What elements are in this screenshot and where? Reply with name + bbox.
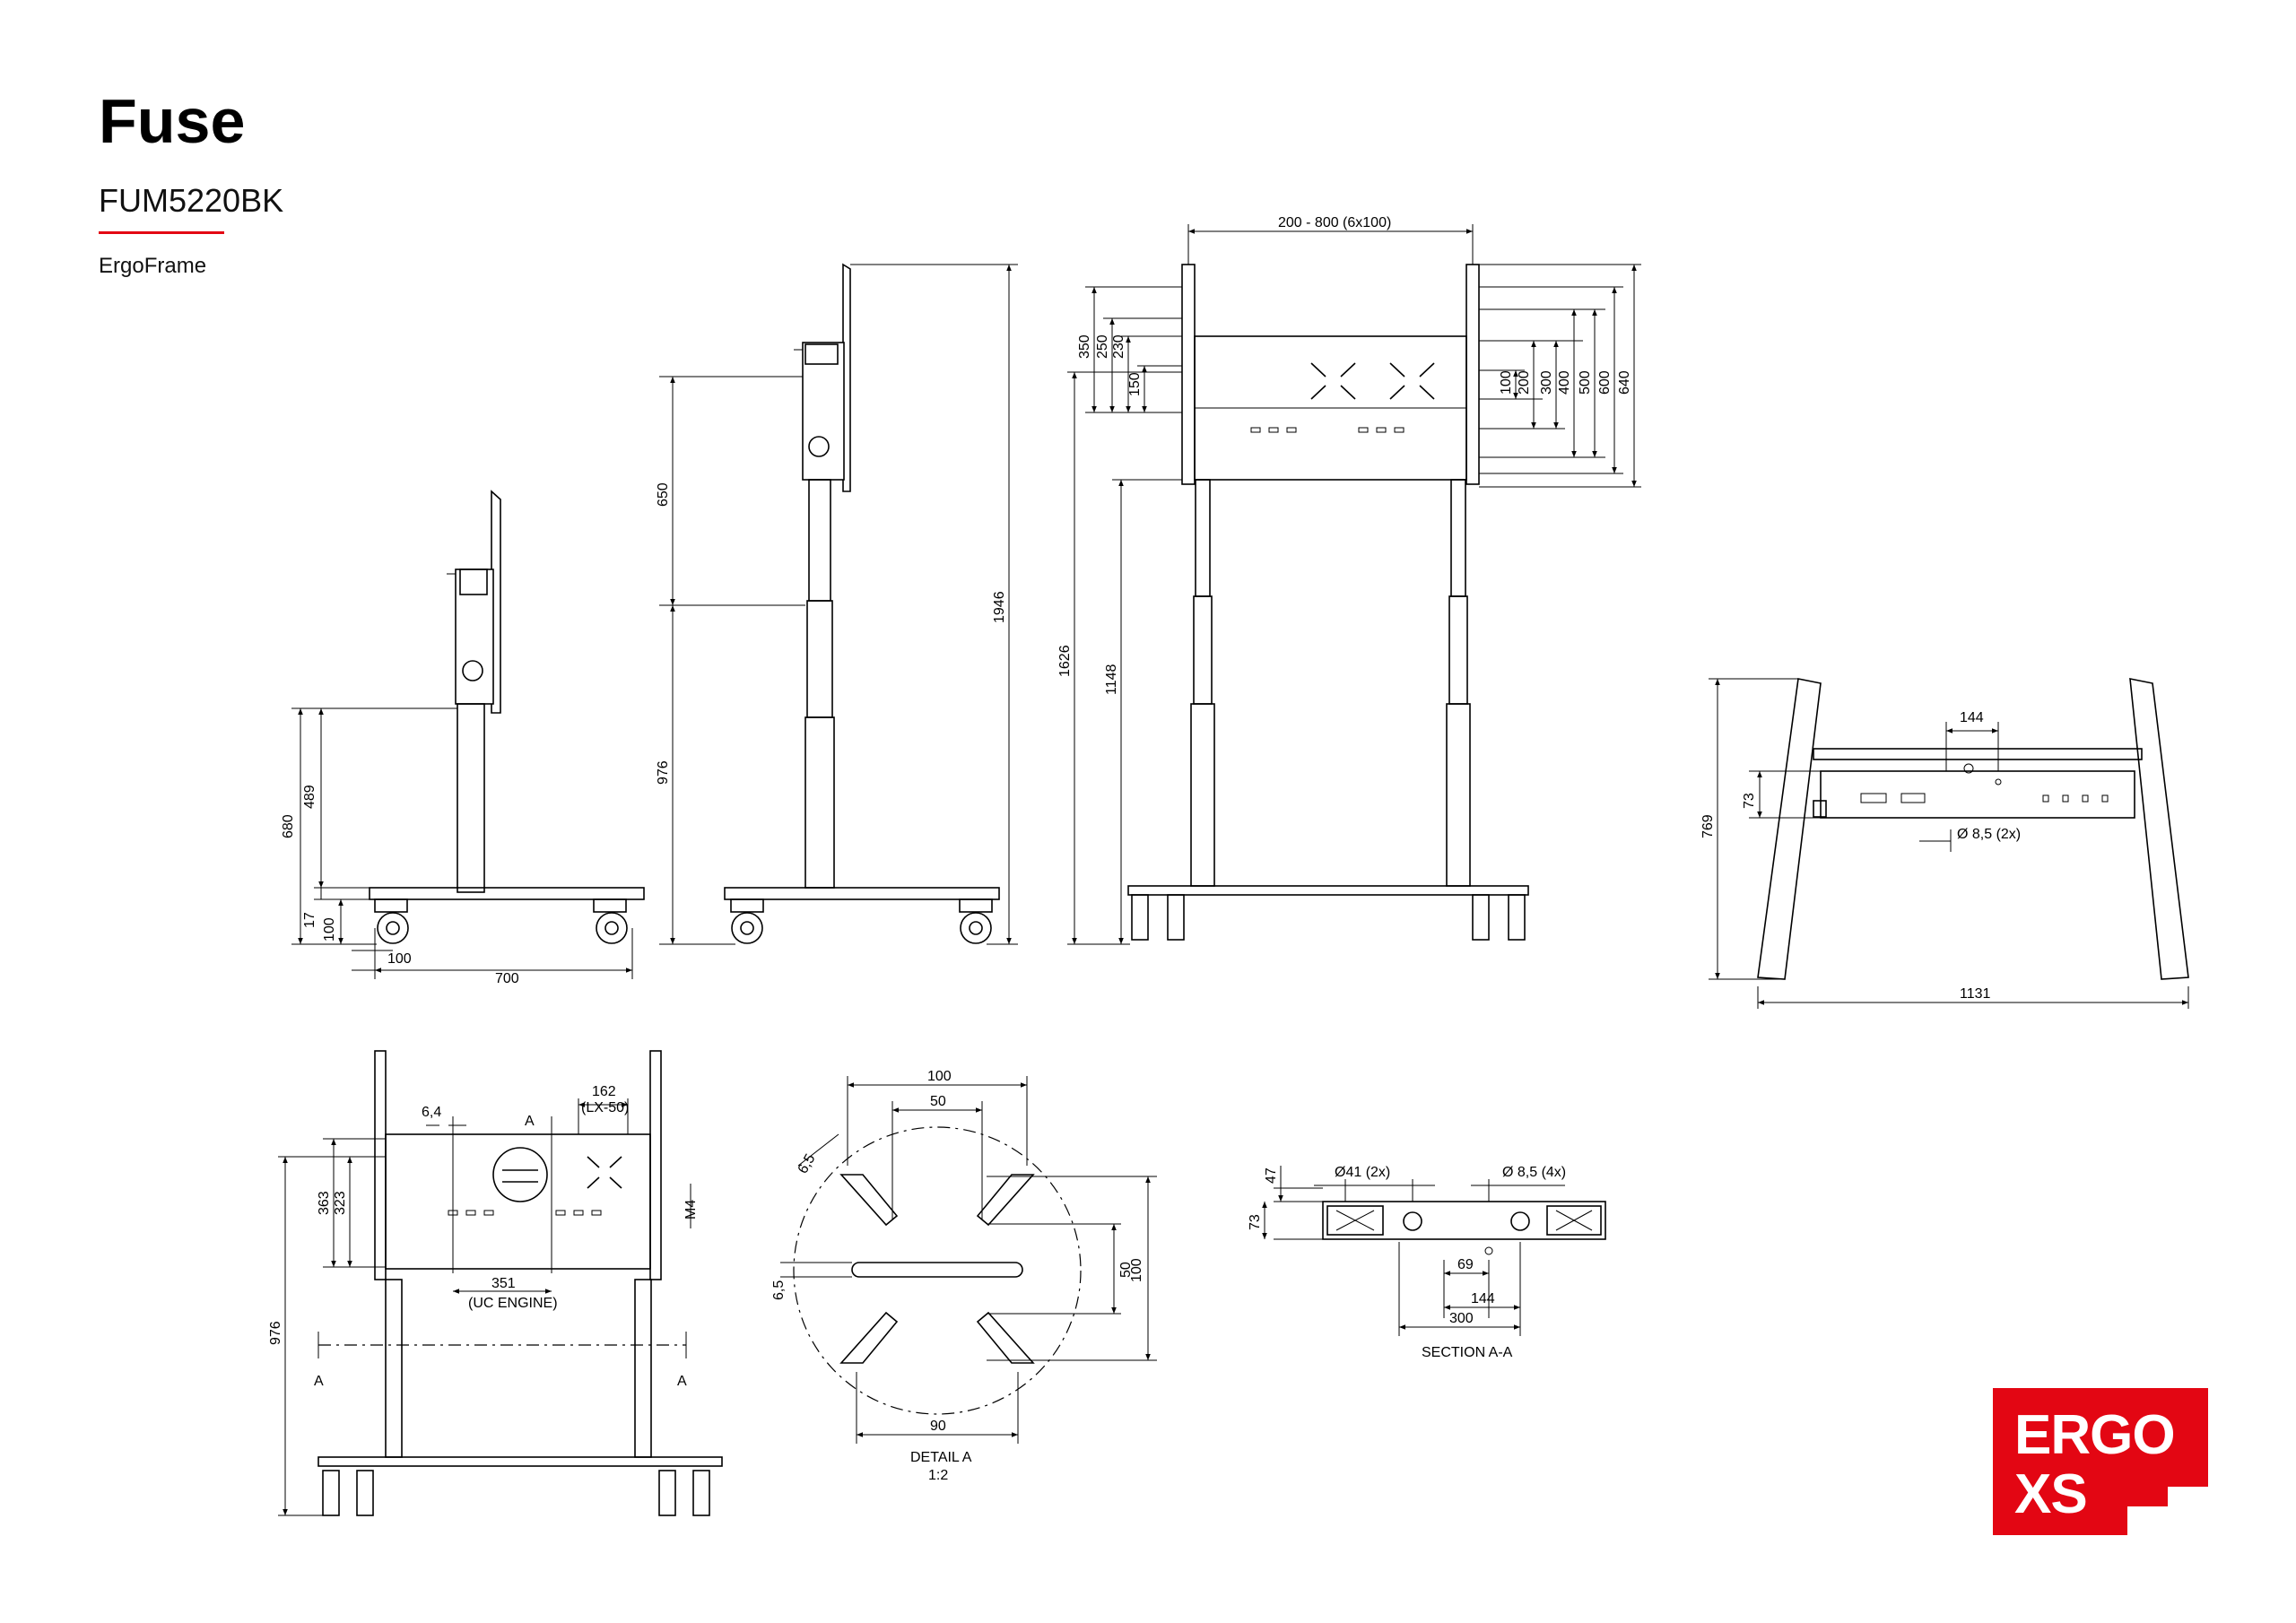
dim-label: 351 bbox=[491, 1276, 516, 1291]
dim-label: 976 bbox=[656, 760, 671, 785]
dim-label: 650 bbox=[656, 482, 671, 507]
dim-label: 600 bbox=[1597, 370, 1613, 395]
product-title: Fuse bbox=[99, 86, 246, 156]
model-number: FUM5220BK bbox=[99, 182, 284, 219]
series-name: ErgoFrame bbox=[99, 254, 207, 278]
side-view-high: 650 976 1946 bbox=[656, 263, 1018, 945]
side-view-low: 680 489 17 100 100 700 bbox=[281, 490, 645, 986]
detail-label: DETAIL A bbox=[910, 1450, 972, 1465]
dim-label: 769 bbox=[1700, 814, 1716, 838]
dim-label: 162 bbox=[592, 1084, 616, 1099]
dim-label: 100 bbox=[1499, 370, 1514, 395]
dim-label: 200 bbox=[1517, 370, 1532, 395]
logo-text-line1: ERGO bbox=[2014, 1404, 2176, 1466]
ergoxs-logo: ERGO XS bbox=[1993, 1388, 2208, 1535]
dim-label: 230 bbox=[1111, 334, 1126, 359]
dim-label: 100 bbox=[927, 1069, 952, 1084]
dim-label: 100 bbox=[387, 951, 412, 967]
dim-label: 6,5 bbox=[796, 1151, 819, 1176]
section-label: SECTION A-A bbox=[1422, 1345, 1513, 1360]
dim-label: 976 bbox=[268, 1321, 283, 1345]
dim-label: 100 bbox=[1129, 1258, 1144, 1282]
section-a-a: Ø41 (2x) Ø 8,5 (4x) 47 73 69 144 300 SEC… bbox=[1248, 1165, 1606, 1360]
dim-label: Ø41 (2x) bbox=[1335, 1165, 1390, 1180]
dim-label: 700 bbox=[495, 971, 519, 986]
dim-label: 150 bbox=[1127, 372, 1143, 396]
dim-label: Ø 8,5 (4x) bbox=[1502, 1165, 1566, 1180]
top-view: 144 73 769 Ø 8,5 (2x) 1131 bbox=[1700, 678, 2189, 1009]
accent-line bbox=[99, 231, 224, 234]
dim-label: 1131 bbox=[1960, 986, 1991, 1002]
dim-label: 489 bbox=[302, 785, 317, 809]
dim-label: 69 bbox=[1457, 1257, 1474, 1272]
detail-a: 100 50 6,5 6,5 50 100 90 DETAIL A 1:2 bbox=[771, 1069, 1157, 1483]
dim-label: 6,5 bbox=[771, 1280, 787, 1300]
dim-label: 100 bbox=[322, 917, 337, 942]
dim-label: A bbox=[314, 1374, 324, 1389]
detail-scale: 1:2 bbox=[928, 1468, 948, 1483]
dim-label: (UC ENGINE) bbox=[468, 1296, 558, 1311]
header: Fuse FUM5220BK ErgoFrame bbox=[99, 90, 332, 279]
dim-label: Ø 8,5 (2x) bbox=[1957, 827, 2021, 842]
dim-label: 640 bbox=[1617, 370, 1632, 395]
dim-label: 300 bbox=[1449, 1311, 1474, 1326]
dim-label: A bbox=[525, 1114, 535, 1129]
dim-label: 47 bbox=[1264, 1167, 1279, 1184]
dim-label: 50 bbox=[930, 1094, 946, 1109]
front-view: 200 - 800 (6x100) 350 250 230 150 1626 1… bbox=[1057, 215, 1641, 945]
dim-label: 1148 bbox=[1104, 664, 1119, 695]
dim-label: 680 bbox=[281, 814, 296, 838]
dim-label: 6,4 bbox=[422, 1105, 441, 1120]
dim-label: 90 bbox=[930, 1419, 946, 1434]
dim-label: 400 bbox=[1557, 370, 1572, 395]
dim-label: 323 bbox=[333, 1191, 348, 1215]
dim-label: A bbox=[677, 1374, 687, 1389]
dim-label: 17 bbox=[302, 912, 317, 928]
dim-label: 250 bbox=[1095, 334, 1110, 359]
dim-label: 144 bbox=[1471, 1291, 1495, 1306]
dim-label: 500 bbox=[1578, 370, 1593, 395]
dim-label: 144 bbox=[1960, 710, 1984, 725]
dim-label: 350 bbox=[1077, 334, 1092, 359]
dim-label: 73 bbox=[1248, 1214, 1263, 1230]
dim-label: M4 bbox=[683, 1200, 699, 1219]
dim-label: 1946 bbox=[992, 591, 1007, 623]
lower-front-view: 162 (LX-50) 6,4 A 363 323 M4 351 (UC ENG… bbox=[268, 1050, 723, 1516]
dim-label: 300 bbox=[1539, 370, 1554, 395]
dim-label: 363 bbox=[317, 1191, 332, 1215]
dim-label: (LX-50) bbox=[581, 1100, 629, 1115]
dim-label: 200 - 800 (6x100) bbox=[1278, 215, 1391, 230]
logo-shape bbox=[1993, 1388, 2208, 1535]
logo-text-line2: XS bbox=[2014, 1463, 2088, 1525]
dim-label: 50 bbox=[1118, 1262, 1134, 1278]
dim-label: 73 bbox=[1742, 793, 1757, 809]
dim-label: 1626 bbox=[1057, 645, 1073, 677]
